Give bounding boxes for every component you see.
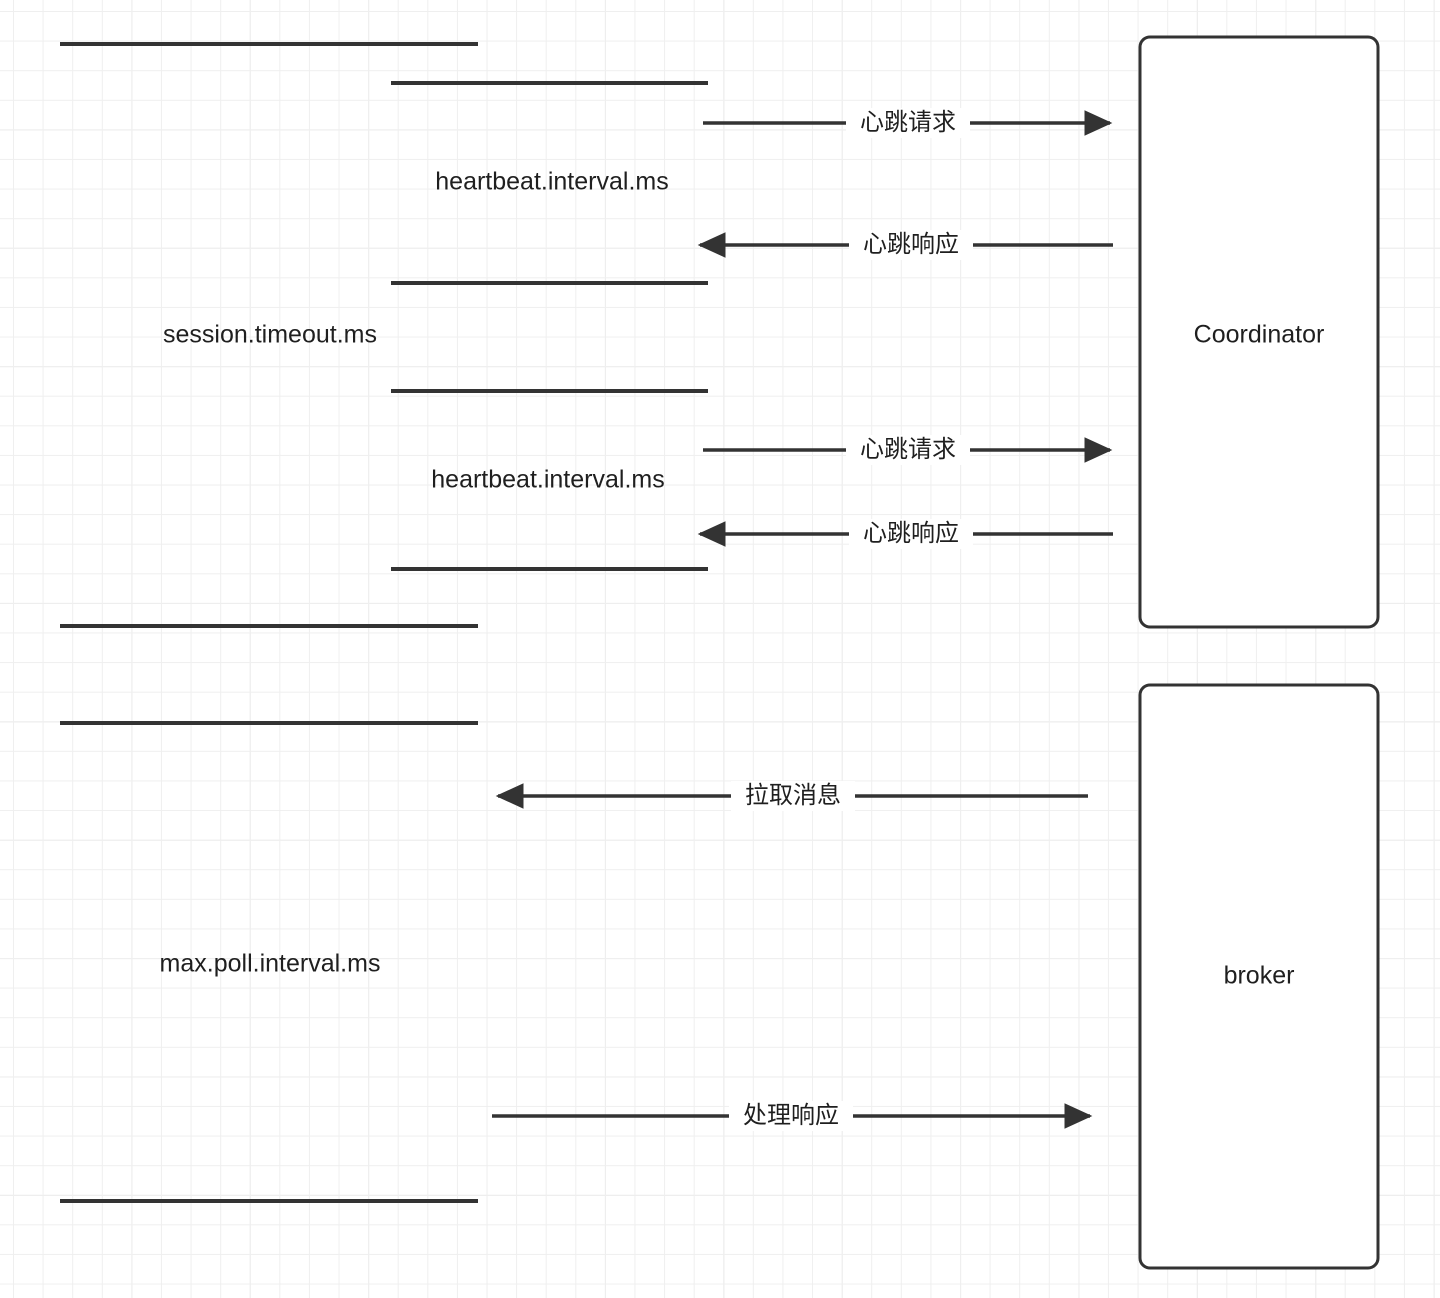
- label-bg-heartbeat-response-2: [849, 519, 973, 549]
- label-heartbeat-response-2: 心跳响应: [863, 519, 959, 547]
- label-heartbeat-response-1: 心跳响应: [863, 230, 959, 258]
- coordinator-label: Coordinator: [1194, 321, 1325, 349]
- broker-label: broker: [1224, 962, 1295, 990]
- label-heartbeat-request-1: 心跳请求: [860, 108, 956, 136]
- message-fetch-messages[interactable]: 拉取消息: [495, 781, 1088, 811]
- message-heartbeat-request-1[interactable]: 心跳请求: [703, 108, 1113, 138]
- broker-box[interactable]: [1138, 683, 1380, 1270]
- label-bg-process-response: [729, 1101, 853, 1131]
- message-heartbeat-request-2[interactable]: 心跳请求: [703, 435, 1113, 465]
- label-bg-fetch-messages: [731, 781, 855, 811]
- label-session-timeout: session.timeout.ms: [163, 321, 377, 349]
- label-fetch-messages: 拉取消息: [745, 781, 841, 809]
- message-heartbeat-response-2[interactable]: 心跳响应: [697, 519, 1113, 549]
- coordinator-box[interactable]: [1138, 35, 1380, 629]
- node-broker[interactable]: broker: [1138, 683, 1380, 1270]
- node-coordinator[interactable]: Coordinator: [1138, 35, 1380, 629]
- message-heartbeat-response-1[interactable]: 心跳响应: [697, 230, 1113, 260]
- label-process-response: 处理响应: [743, 1101, 839, 1129]
- label-max-poll-interval: max.poll.interval.ms: [160, 950, 381, 978]
- label-heartbeat-request-2: 心跳请求: [860, 435, 956, 463]
- label-bg-heartbeat-request-2: [846, 435, 970, 465]
- label-bg-heartbeat-response-1: [849, 230, 973, 260]
- bracket-lines: [60, 42, 708, 1203]
- label-heartbeat-interval-bottom: heartbeat.interval.ms: [431, 466, 664, 494]
- message-process-response[interactable]: 处理响应: [492, 1101, 1093, 1131]
- label-heartbeat-interval-top: heartbeat.interval.ms: [435, 168, 668, 196]
- label-bg-heartbeat-request-1: [846, 108, 970, 138]
